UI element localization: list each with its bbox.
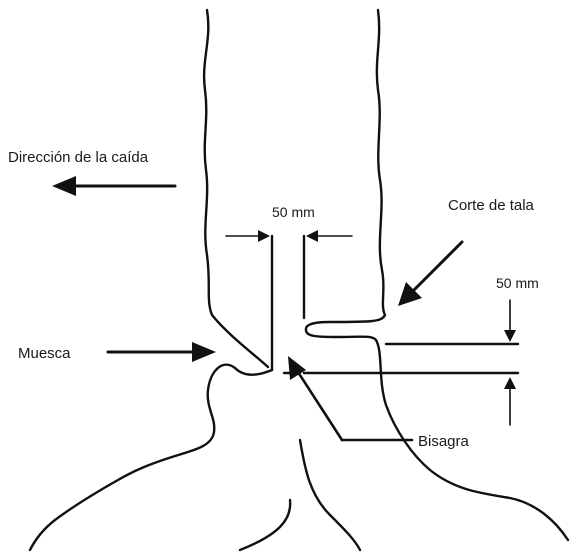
trunk-right-outline <box>304 8 570 542</box>
hinge-label: Bisagra <box>418 433 470 450</box>
felling-cut-arrow-head <box>398 282 422 306</box>
felling-cut-label: Corte de tala <box>448 197 535 214</box>
hinge-arrow-shaft <box>296 370 344 442</box>
notch-label: Muesca <box>18 345 71 362</box>
small-root <box>238 498 292 552</box>
hinge-arrow-head <box>288 356 306 380</box>
notch-dim-left-arrow-head <box>258 230 270 242</box>
fall-direction-label: Dirección de la caída <box>8 149 149 166</box>
notch-dim-right-arrow-head <box>306 230 318 242</box>
notch-width-label: 50 mm <box>272 204 315 220</box>
center-root <box>298 438 362 552</box>
trunk-left-outline <box>202 8 270 369</box>
step-dim-top-arrow-head <box>504 330 516 342</box>
step-height-label: 50 mm <box>496 275 539 291</box>
notch-arrow-head <box>192 342 216 362</box>
trunk-left-root <box>28 363 274 552</box>
step-dim-bottom-arrow-head <box>504 377 516 389</box>
felling-cut-arrow-shaft <box>410 240 464 294</box>
fall-direction-arrow-head <box>52 176 76 196</box>
